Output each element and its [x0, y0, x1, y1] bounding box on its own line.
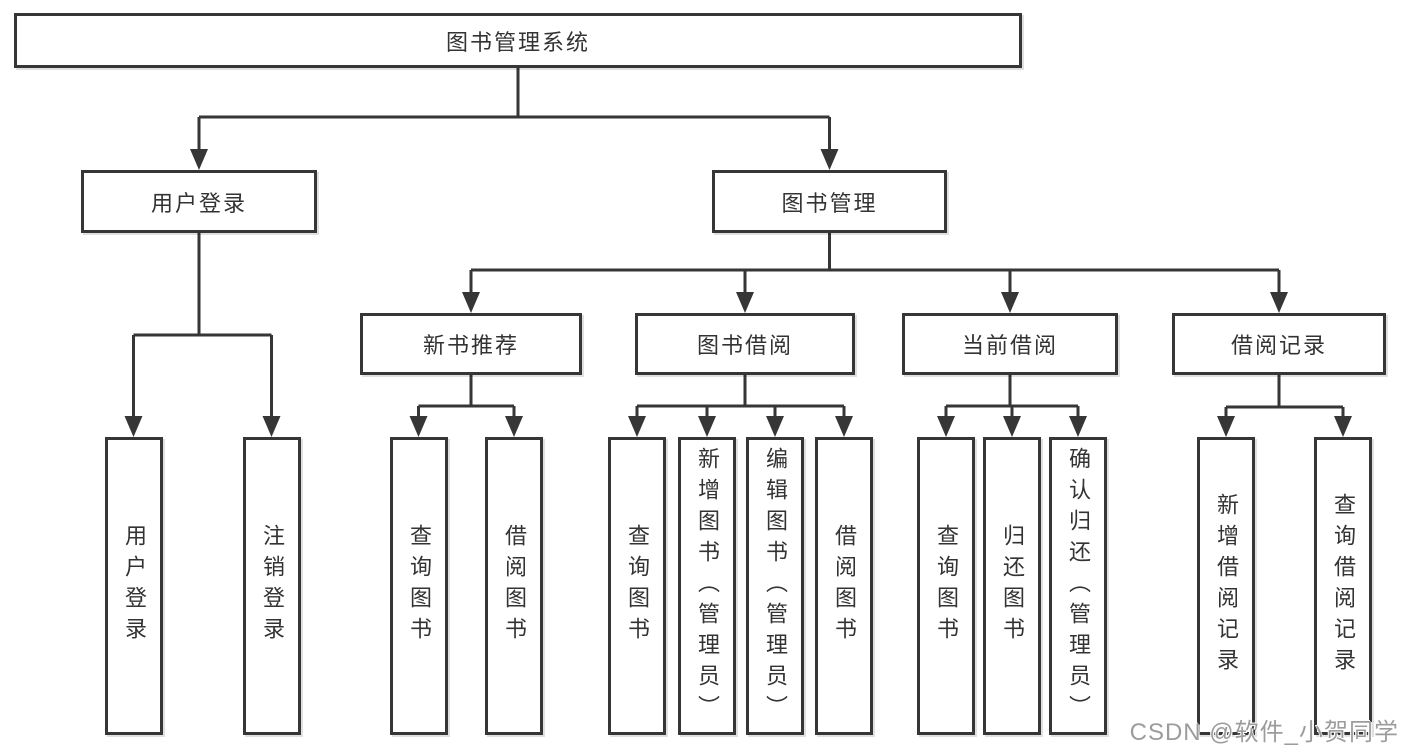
node-label: 图书管理系统 — [445, 29, 590, 55]
node-label: 图书借阅 — [696, 333, 793, 358]
node-label: 新书推荐 — [422, 333, 519, 358]
leaf-borrow-query-books: 查询图书 — [608, 437, 666, 735]
node-label: 借阅图书 — [502, 524, 527, 648]
leaf-add-borrow-record: 新增借阅记录 — [1197, 437, 1255, 735]
node-library-management-system: 图书管理系统 — [14, 13, 1022, 68]
leaf-recommend-query-books: 查询图书 — [390, 437, 448, 735]
leaf-return-books: 归还图书 — [983, 437, 1041, 735]
node-user-login: 用户登录 — [81, 170, 317, 233]
node-label: 确认归还（管理员） — [1066, 446, 1091, 726]
node-label: 用户登录 — [150, 190, 247, 216]
leaf-user-login: 用户登录 — [105, 437, 163, 735]
node-label: 用户登录 — [122, 524, 147, 648]
node-label: 借阅记录 — [1230, 333, 1327, 358]
node-label: 借阅图书 — [832, 524, 857, 648]
node-label: 编辑图书（管理员） — [763, 446, 788, 726]
node-label: 图书管理 — [781, 190, 878, 216]
node-label: 注销登录 — [260, 524, 285, 648]
leaf-query-borrow-record: 查询借阅记录 — [1314, 437, 1372, 735]
leaf-edit-books-admin: 编辑图书（管理员） — [746, 437, 804, 735]
watermark: CSDN @软件_小贺同学 — [1129, 719, 1399, 746]
node-book-borrowing: 图书借阅 — [635, 313, 855, 375]
node-label: 查询图书 — [934, 524, 959, 648]
node-new-book-recommendation: 新书推荐 — [360, 313, 582, 375]
leaf-logout: 注销登录 — [243, 437, 301, 735]
node-borrowing-records: 借阅记录 — [1172, 313, 1386, 375]
leaf-add-books-admin: 新增图书（管理员） — [678, 437, 736, 735]
node-label: 当前借阅 — [961, 333, 1058, 358]
leaf-borrow-books: 借阅图书 — [815, 437, 873, 735]
arrowhead-icons — [124, 149, 1352, 437]
node-label: 查询图书 — [407, 524, 432, 648]
leaf-current-query-books: 查询图书 — [917, 437, 975, 735]
node-label: 新增借阅记录 — [1214, 493, 1239, 679]
leaf-confirm-return-admin: 确认归还（管理员） — [1049, 437, 1107, 735]
node-book-management: 图书管理 — [712, 170, 947, 233]
node-label: 归还图书 — [1000, 524, 1025, 648]
node-label: 新增图书（管理员） — [695, 446, 720, 726]
node-current-borrowing: 当前借阅 — [902, 313, 1118, 375]
node-label: 查询图书 — [625, 524, 650, 648]
leaf-recommend-borrow-books: 借阅图书 — [485, 437, 543, 735]
node-label: 查询借阅记录 — [1331, 493, 1356, 679]
